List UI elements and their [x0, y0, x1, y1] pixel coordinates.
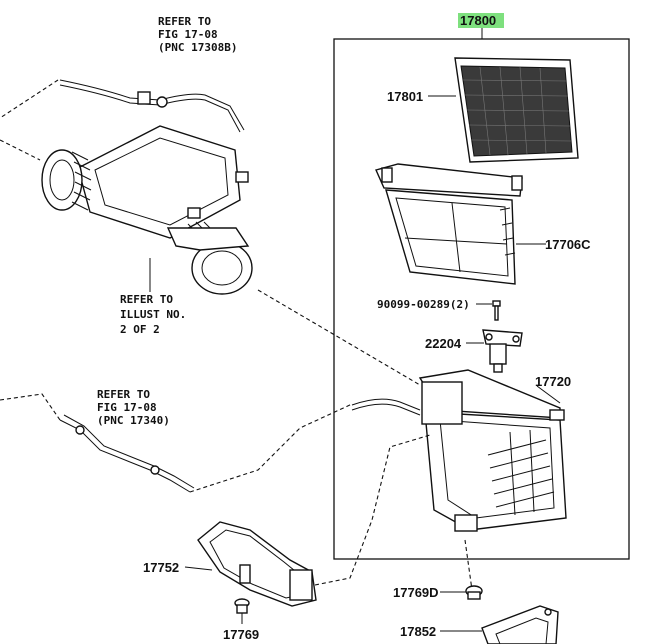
grommet-17769d[interactable] [465, 585, 483, 600]
ref-line-top-left [0, 139, 41, 161]
filter-element-17801[interactable] [454, 57, 579, 163]
ref-line-top [0, 79, 59, 119]
part-label-17800[interactable]: 17800 [460, 13, 496, 28]
ref1-line3: (PNC 17308B) [158, 41, 237, 54]
part-label-22204[interactable]: 22204 [425, 336, 462, 351]
ref2-line2: ILLUST NO. [120, 308, 186, 321]
screw-90099[interactable] [492, 300, 501, 321]
part-label-17852[interactable]: 17852 [400, 624, 436, 639]
ref-line-hose [189, 403, 353, 493]
ref-line-mid [0, 393, 61, 421]
ref1-line2: FIG 17-08 [158, 28, 218, 41]
part-label-17706c[interactable]: 17706C [545, 237, 591, 252]
part-label-17769d[interactable]: 17769D [393, 585, 439, 600]
bracket-17852[interactable] [481, 605, 559, 644]
ref-line-illust [257, 289, 421, 386]
title-highlight [458, 13, 504, 28]
part-label-90099[interactable]: 90099-00289(2) [377, 298, 470, 311]
case-body-17720[interactable] [351, 369, 567, 532]
hose-illustration [59, 414, 195, 493]
part-label-17752[interactable]: 17752 [143, 560, 179, 575]
ref-line-17769d [464, 539, 473, 591]
ref1-line1: REFER TO [158, 15, 211, 28]
part-label-17801[interactable]: 17801 [387, 89, 423, 104]
part-label-17769[interactable]: 17769 [223, 627, 259, 642]
ref3-line3: (PNC 17340) [97, 414, 170, 427]
air-cleaner-illustration [41, 79, 253, 295]
grommet-17769[interactable] [234, 598, 250, 614]
case-cover-17706c[interactable] [375, 163, 523, 285]
ref3-line1: REFER TO [97, 388, 150, 401]
ref2-line1: REFER TO [120, 293, 173, 306]
sensor-22204[interactable] [482, 329, 523, 373]
ref-line-bottom [314, 434, 431, 586]
part-label-17720[interactable]: 17720 [535, 374, 571, 389]
ref2-line3: 2 OF 2 [120, 323, 160, 336]
duct-17752[interactable] [197, 521, 317, 607]
ref3-line2: FIG 17-08 [97, 401, 157, 414]
